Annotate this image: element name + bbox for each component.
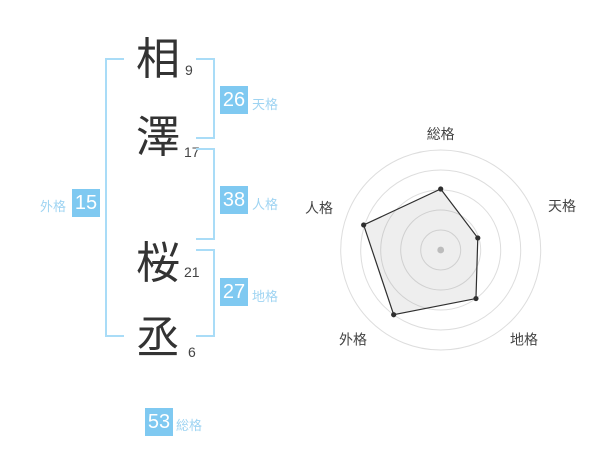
name-char-3: 桜 <box>136 239 180 288</box>
soukaku-label: 総格 <box>176 418 203 433</box>
gaikaku-bracket <box>105 58 124 337</box>
radar-grid-ring <box>360 169 522 331</box>
radar-data-point <box>438 186 444 192</box>
stroke-count-2: 17 <box>184 144 200 160</box>
gaikaku-value-badge: 15 <box>72 189 100 217</box>
stroke-count-1: 9 <box>185 62 193 78</box>
chikaku-label: 地格 <box>252 289 279 304</box>
radar-data-polygon <box>362 188 479 316</box>
radar-axis-label: 地格 <box>510 332 538 348</box>
jinkaku-label: 人格 <box>252 197 279 212</box>
radar-grid-ring <box>420 229 462 271</box>
jinkaku-bracket <box>196 148 215 240</box>
name-char-4: 丞 <box>136 314 180 363</box>
radar-axis-label: 人格 <box>305 200 333 216</box>
tenkaku-value-badge: 26 <box>220 86 248 114</box>
radar-axis-label: 外格 <box>339 332 367 348</box>
jinkaku-value-badge: 38 <box>220 186 248 214</box>
radar-grid-ring <box>340 149 542 351</box>
tenkaku-label: 天格 <box>252 97 279 112</box>
stroke-count-4: 6 <box>188 344 196 360</box>
stroke-count-3: 21 <box>184 264 200 280</box>
name-char-2: 澤 <box>136 113 180 162</box>
radar-center-dot <box>437 246 445 254</box>
radar-data-point <box>473 295 479 302</box>
radar-data-point <box>361 222 367 228</box>
tenkaku-bracket <box>196 58 215 139</box>
name-char-1: 相 <box>136 35 180 84</box>
radar-grid-ring <box>400 209 482 291</box>
radar-data-point <box>391 312 397 318</box>
soukaku-value-badge: 53 <box>145 408 173 436</box>
radar-axis-label: 天格 <box>548 198 576 214</box>
chikaku-bracket <box>196 249 215 337</box>
radar-axis-label: 総格 <box>427 126 455 142</box>
radar-data-point <box>475 235 481 241</box>
chikaku-value-badge: 27 <box>220 278 248 306</box>
gaikaku-label: 外格 <box>40 199 67 214</box>
